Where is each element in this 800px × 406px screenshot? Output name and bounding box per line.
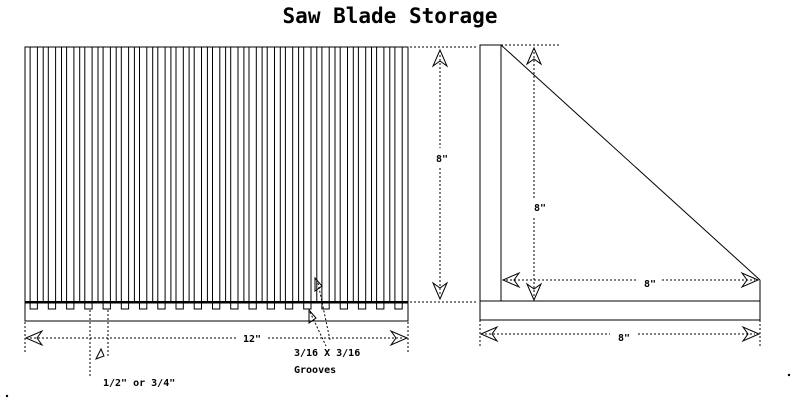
arrow-pointer-icon bbox=[314, 276, 323, 292]
blade-slat bbox=[66, 46, 75, 310]
arrow-left-icon bbox=[501, 271, 521, 289]
blade-slat bbox=[284, 46, 294, 310]
arrow-down-icon bbox=[431, 281, 449, 301]
blade-slat bbox=[303, 46, 312, 310]
blade-slat bbox=[29, 46, 38, 310]
front-view: 12" 8" 1/2" or 3/4" 3/16 X 3/16 Groov bbox=[24, 46, 478, 389]
blade-slat bbox=[376, 46, 385, 310]
arrow-right-icon bbox=[741, 325, 761, 343]
arrow-left-icon bbox=[479, 325, 499, 343]
arrow-up-icon bbox=[525, 46, 543, 66]
stray-dot bbox=[787, 373, 791, 377]
blade-slat bbox=[84, 46, 93, 310]
arrow-pointer-icon bbox=[308, 308, 317, 324]
blade-slat bbox=[157, 46, 166, 310]
front-height-label: 8" bbox=[436, 154, 448, 165]
blade-slat bbox=[102, 46, 111, 310]
width-label: 12" bbox=[243, 334, 261, 345]
arrow-pointer-icon bbox=[94, 347, 105, 360]
side-upright bbox=[479, 44, 502, 302]
arrow-down-icon bbox=[525, 282, 543, 302]
side-brace-label: 8" bbox=[644, 279, 656, 290]
front-base-board bbox=[24, 302, 409, 322]
side-brace-hypotenuse bbox=[500, 44, 761, 281]
diagram-title: Saw Blade Storage bbox=[283, 4, 498, 28]
blade-slat bbox=[175, 46, 184, 310]
blade-slat bbox=[248, 46, 257, 310]
groove-callout: 3/16 X 3/16 Grooves bbox=[294, 276, 360, 376]
spacer-callout: 1/2" or 3/4" bbox=[89, 310, 175, 389]
arrow-right-icon bbox=[740, 271, 760, 289]
side-height-label: 8" bbox=[534, 203, 546, 214]
front-panel-outline bbox=[24, 46, 409, 304]
front-height-dimension: 8" bbox=[410, 46, 478, 303]
width-dimension: 12" bbox=[24, 322, 409, 352]
blade-slat bbox=[193, 46, 202, 310]
arrow-right-icon bbox=[389, 329, 409, 347]
blade-slat bbox=[47, 46, 57, 310]
blade-slat bbox=[139, 46, 148, 310]
arrow-left-icon bbox=[24, 329, 44, 347]
blade-slat bbox=[212, 46, 221, 310]
side-view: 8" 8" 8" bbox=[479, 44, 761, 348]
side-base-board bbox=[479, 300, 761, 321]
groove-label-line1: 3/16 X 3/16 bbox=[294, 348, 360, 359]
side-base-dimension: 8" bbox=[479, 320, 761, 348]
stray-dot bbox=[5, 394, 9, 398]
blade-slat bbox=[266, 46, 276, 310]
side-brace-dimension: 8" bbox=[501, 271, 760, 290]
blade-slat bbox=[120, 46, 130, 310]
blade-slat bbox=[357, 46, 367, 310]
blade-slat bbox=[321, 46, 330, 310]
spacer-label: 1/2" or 3/4" bbox=[103, 378, 175, 389]
arrow-up-icon bbox=[431, 48, 449, 68]
blade-slat bbox=[339, 46, 349, 310]
side-height-dimension: 8" bbox=[501, 44, 560, 302]
blade-slats bbox=[29, 46, 403, 310]
blade-slat bbox=[394, 46, 403, 310]
groove-label-line2: Grooves bbox=[294, 365, 336, 376]
blade-slat bbox=[230, 46, 239, 310]
side-base-label: 8" bbox=[618, 333, 630, 344]
